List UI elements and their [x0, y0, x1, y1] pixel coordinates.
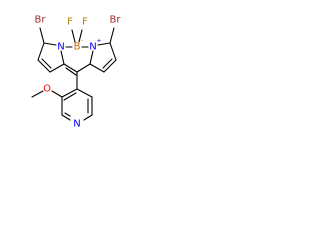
bond-c3-c4	[49, 63, 65, 73]
bond-n-left-c1	[43, 42, 57, 46]
atom-n-right: N	[89, 42, 96, 53]
bond-c4-meso-double	[65, 67, 77, 76]
atom-f-left: F	[67, 17, 73, 28]
atom-o-methoxy: O	[43, 84, 51, 95]
bond-o-ch3	[31, 90, 44, 98]
bond-c8-n-right	[89, 50, 94, 65]
bond-c1-br-left	[39, 27, 45, 44]
charge-b: -	[81, 38, 83, 45]
bond-c4-n-left	[60, 50, 65, 65]
bond-c4-meso	[63, 63, 78, 73]
atom-br-right: Br	[110, 15, 122, 26]
atom-br-left: Br	[35, 15, 47, 26]
bond-c6-c7-double	[102, 58, 113, 69]
bond-b-f-right	[78, 29, 83, 43]
bond-c6-c7	[103, 59, 117, 73]
bond-py5-py6	[83, 114, 93, 121]
bond-c5-br-right	[109, 27, 115, 44]
bond-py3-py4-double	[64, 112, 71, 117]
atom-labels: Br Br F F N B - N + O N	[35, 15, 122, 130]
bond-py2-o	[51, 90, 63, 98]
bonds	[31, 27, 117, 121]
bond-c7-c8	[89, 63, 105, 73]
molecule-structure: Br Br F F N B - N + O N	[31, 15, 122, 130]
bond-meso-c8	[76, 63, 91, 73]
bond-b-f-left	[71, 29, 76, 43]
atom-n-left: N	[57, 42, 64, 53]
atom-f-right: F	[82, 17, 88, 28]
bond-c2-c3	[37, 59, 51, 73]
atom-b-center: B	[74, 42, 81, 53]
atom-n-pyridine: N	[73, 119, 80, 130]
bond-py7-py1	[76, 88, 93, 98]
bond-py1-py2-double	[63, 92, 77, 101]
bond-n-right-c5	[97, 42, 111, 46]
bond-c2-c3-double	[41, 58, 52, 69]
charge-n: +	[96, 38, 101, 45]
bond-py3-py4	[61, 114, 71, 121]
bond-c5-c6	[109, 42, 117, 61]
bond-c1-c2	[37, 42, 45, 61]
bond-py1-py2	[61, 88, 78, 98]
